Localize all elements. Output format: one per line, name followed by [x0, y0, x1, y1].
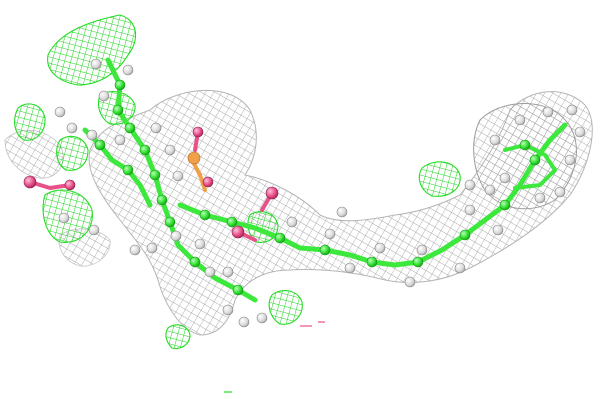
oxygen-atoms: [23, 126, 279, 239]
hydrogen-atoms: [54, 58, 586, 328]
phosphorus-atom: [187, 151, 201, 165]
stray-fragments: [224, 321, 325, 393]
carbon-atoms: [94, 79, 541, 296]
